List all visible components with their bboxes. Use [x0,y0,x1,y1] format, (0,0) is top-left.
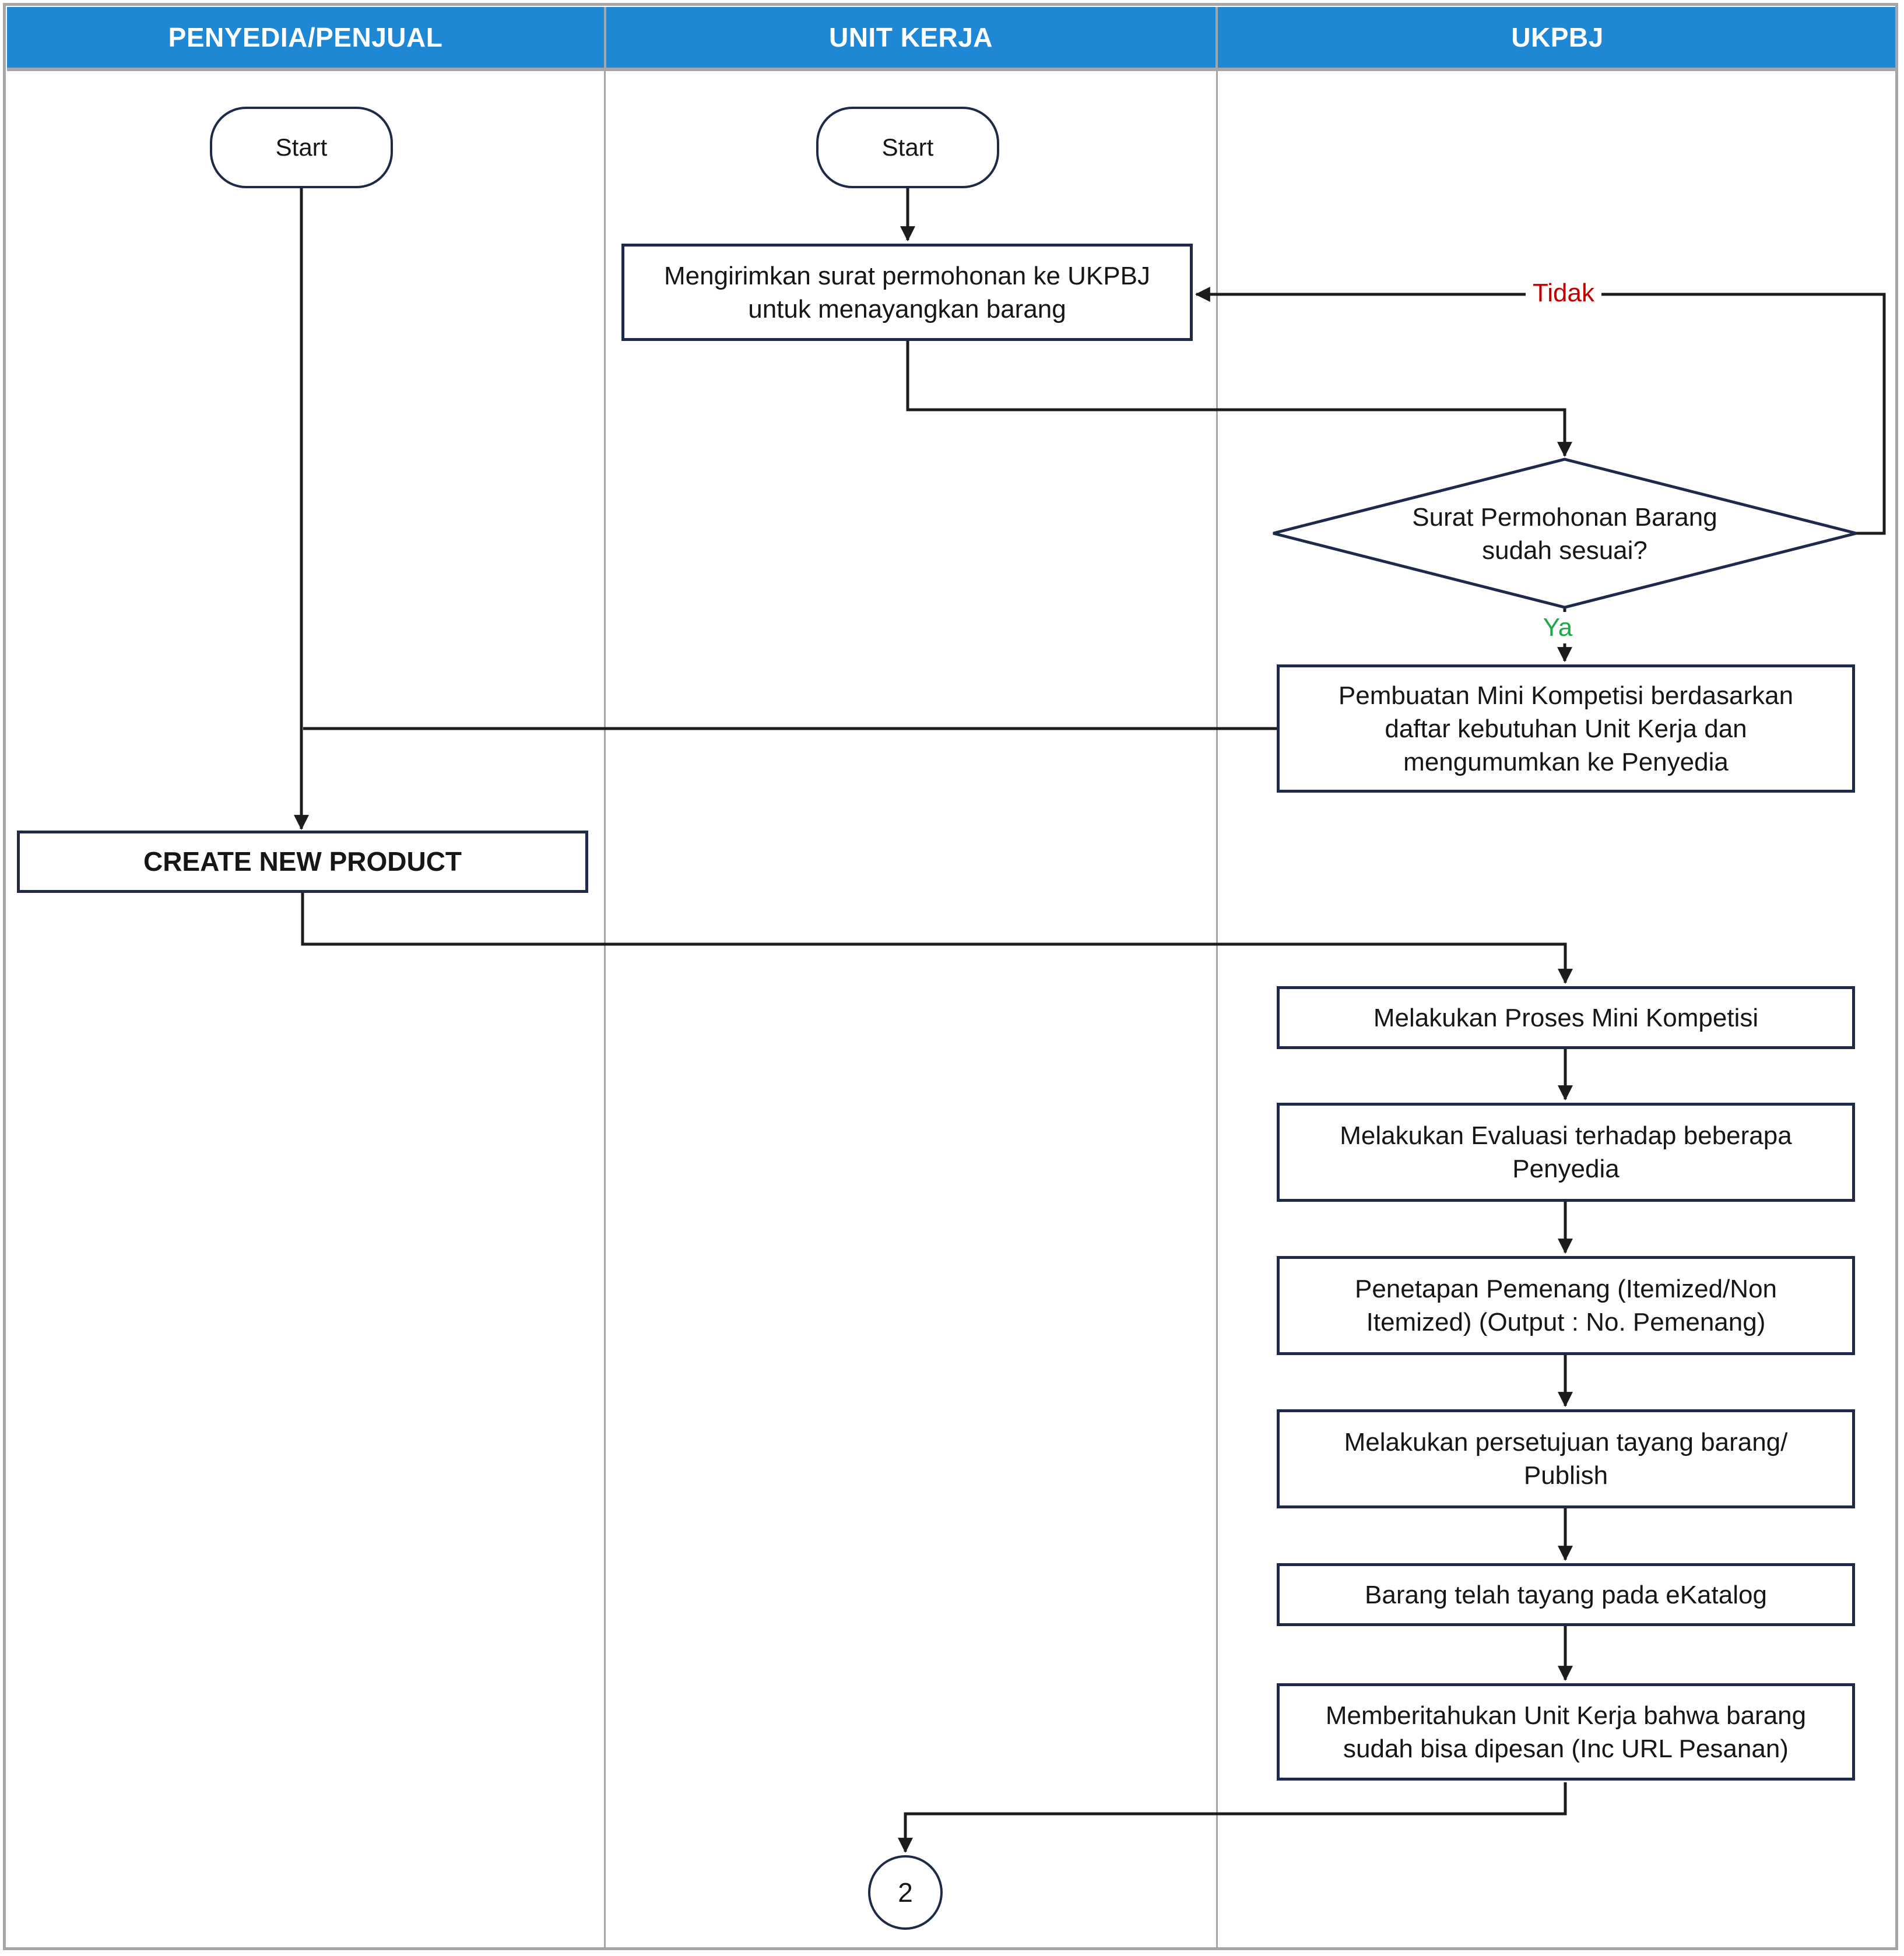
swimlane-divider-2 [1216,68,1218,1950]
process-box-memberitahukan-unit-kerja: Memberitahukan Unit Kerja bahwa barang s… [1277,1683,1855,1781]
process-label: CREATE NEW PRODUCT [143,846,462,877]
edge-label-ya: Ya [1536,612,1580,643]
diagram-outer-border [3,3,1898,1950]
process-box-create-new-product: CREATE NEW PRODUCT [17,831,588,893]
lane-header-label: PENYEDIA/PENJUAL [168,22,443,52]
swimlane-divider-1 [604,68,606,1950]
process-box-kirim-surat: Mengirimkan surat permohonan ke UKPBJ un… [621,244,1193,341]
offpage-connector-2: 2 [868,1855,943,1930]
process-label: Memberitahukan Unit Kerja bahwa barang s… [1325,1701,1807,1763]
lane-header-unit-kerja: UNIT KERJA [606,7,1216,68]
process-label: Barang telah tayang pada eKatalog [1365,1580,1767,1609]
process-box-proses-mini-kompetisi: Melakukan Proses Mini Kompetisi [1277,986,1855,1049]
process-label: Melakukan Proses Mini Kompetisi [1373,1003,1759,1032]
edge-create-to-proses [301,893,1573,984]
process-label: Pembuatan Mini Kompetisi berdasarkan daf… [1338,681,1794,776]
start-label: Start [881,133,934,161]
process-box-persetujuan-tayang: Melakukan persetujuan tayang barang/ Pub… [1277,1409,1855,1508]
decision-diamond-shape [1273,458,1857,609]
process-label: Mengirimkan surat permohonan ke UKPBJ un… [664,261,1150,323]
edge-label-tidak: Tidak [1526,277,1601,309]
start-label: Start [275,133,328,161]
process-label: Melakukan persetujuan tayang barang/ Pub… [1344,1428,1788,1490]
process-label: Melakukan Evaluasi terhadap beberapa Pen… [1340,1121,1792,1183]
process-box-evaluasi-penyedia: Melakukan Evaluasi terhadap beberapa Pen… [1277,1103,1855,1202]
edge-label-text: Tidak [1533,279,1594,307]
process-box-buat-mini-kompetisi: Pembuatan Mini Kompetisi berdasarkan daf… [1277,664,1855,793]
process-box-penetapan-pemenang: Penetapan Pemenang (Itemized/Non Itemize… [1277,1256,1855,1355]
process-label: Penetapan Pemenang (Itemized/Non Itemize… [1354,1275,1777,1336]
edge-label-text: Ya [1543,613,1573,642]
process-box-barang-tayang: Barang telah tayang pada eKatalog [1277,1563,1855,1626]
edge-memberitahukan-to-offpage [898,1782,1567,1853]
lane-header-label: UNIT KERJA [828,22,993,52]
decision-label: Surat Permohonan Barang sudah sesuai? [1412,502,1717,565]
start-node-penyedia: Start [210,107,393,188]
lane-header-penyedia-penjual: PENYEDIA/PENJUAL [7,7,604,68]
lane-header-ukpbj: UKPBJ [1218,7,1897,68]
edge-kirim-to-decision [906,340,1572,458]
decision-diamond-label: Surat Permohonan Barang sudah sesuai? [1384,488,1745,579]
lane-header-label: UKPBJ [1511,22,1604,52]
offpage-connector-label: 2 [898,1877,913,1908]
start-node-unit-kerja: Start [816,107,999,188]
